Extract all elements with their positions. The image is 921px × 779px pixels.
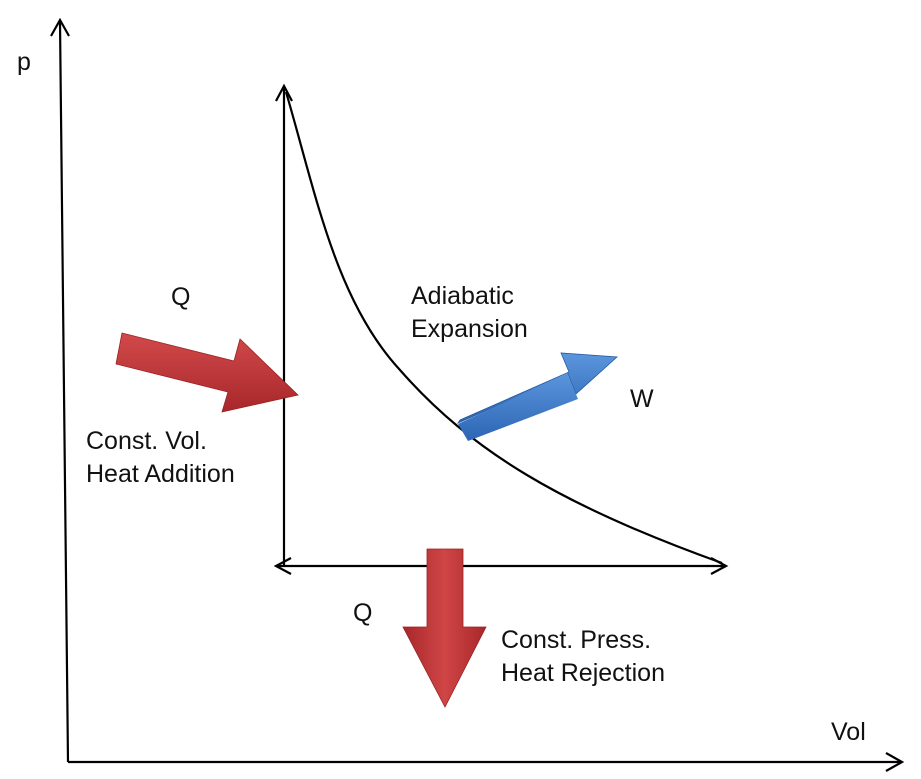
heat-addition-line1: Const. Vol. (86, 427, 207, 455)
work-symbol: W (630, 385, 654, 413)
p-axis-arrowhead (50, 17, 70, 37)
heat-addition-label: Const. Vol. Heat Addition (86, 425, 235, 491)
vol-axis-label: Vol (831, 718, 866, 746)
work-output-arrow-body (458, 373, 578, 441)
work-output-arrow-icon (456, 352, 618, 424)
heat-rejection-line1: Const. Press. (501, 626, 652, 654)
heat-addition-line2: Heat Addition (86, 460, 235, 488)
heat-addition-arrow-icon (115, 332, 299, 413)
heat-out-symbol: Q (353, 599, 373, 627)
expansion-line2: Expansion (411, 315, 528, 343)
expansion-line1: Adiabatic (411, 282, 514, 310)
p-axis-label: p (17, 48, 31, 76)
p-axis (58, 21, 70, 763)
constant-pressure-arrowhead-left (273, 557, 292, 575)
constant-volume-arrowhead-top (275, 83, 293, 102)
vol-axis-arrowhead (885, 752, 905, 772)
expansion-label: Adiabatic Expansion (411, 280, 528, 346)
heat-in-symbol: Q (171, 283, 191, 311)
heat-rejection-arrow-icon (402, 548, 487, 708)
heat-rejection-line2: Heat Rejection (501, 659, 665, 687)
adiabatic-expansion-curve (284, 91, 723, 565)
heat-rejection-label: Const. Press. Heat Rejection (501, 624, 665, 690)
